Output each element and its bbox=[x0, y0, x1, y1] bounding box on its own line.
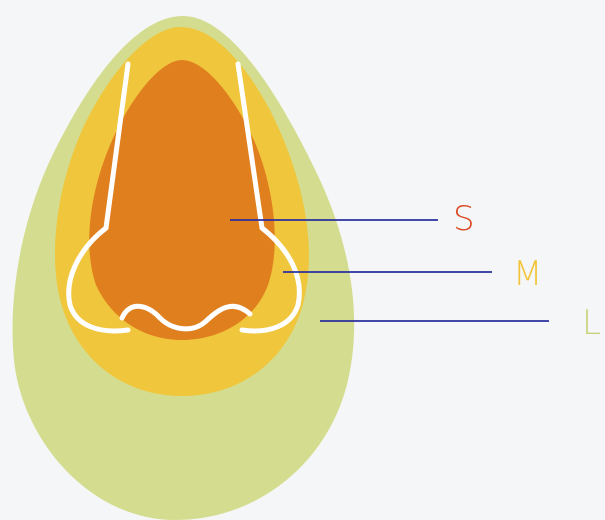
size-label-l: L bbox=[582, 303, 601, 343]
size-label-s: S bbox=[453, 199, 475, 239]
size-label-m: M bbox=[513, 254, 542, 294]
